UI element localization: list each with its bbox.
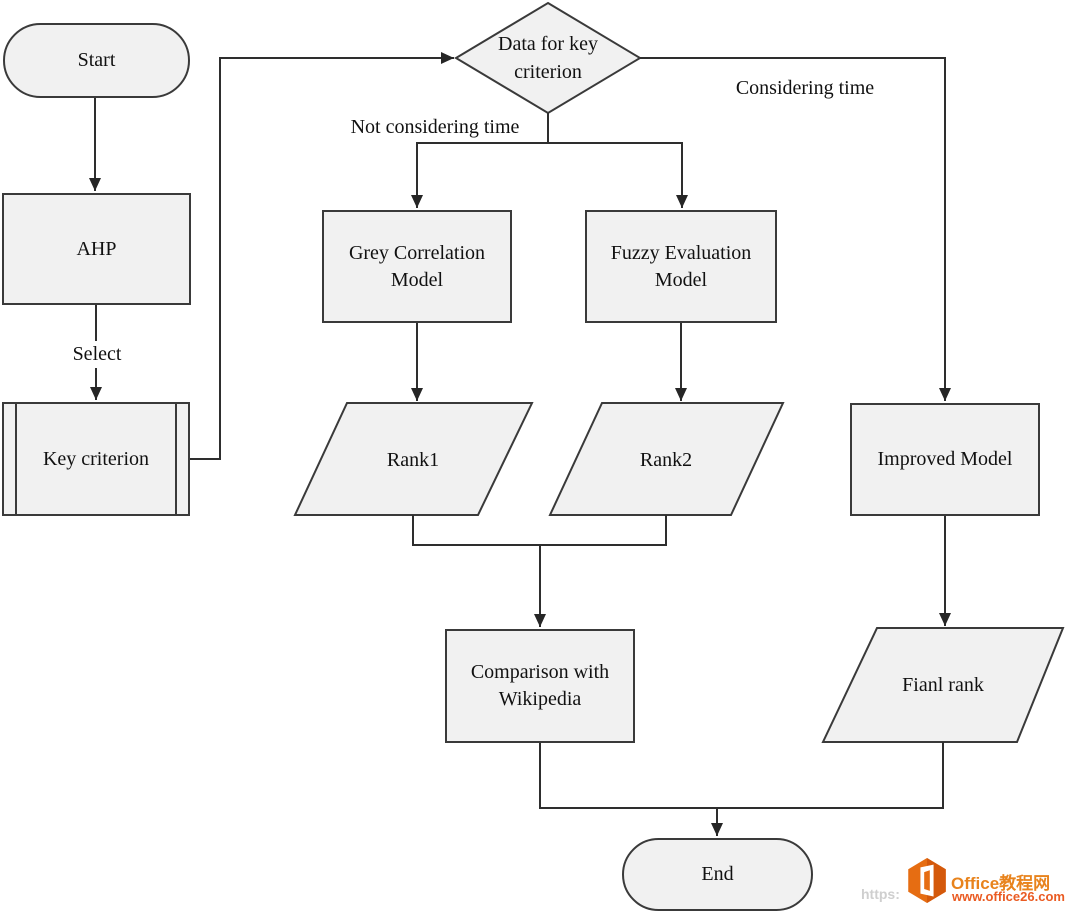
edge-decision-to-grey	[411, 113, 549, 208]
grey-model-label-line2: Model	[390, 268, 444, 291]
fuzzy-model-label-line1: Fuzzy Evaluation	[610, 241, 752, 264]
rank2-label: Rank2	[639, 449, 693, 471]
decision-label: Data for key criterion	[453, 30, 643, 86]
edge-decision-to-improved	[640, 57, 951, 401]
considering-time-edge-label: Considering time	[735, 77, 875, 99]
end-label: End	[701, 863, 734, 885]
key-criterion-right-bar	[175, 404, 177, 514]
watermark-site-name: Office教程网	[951, 874, 1051, 893]
grey-model-node: Grey Correlation Model	[322, 210, 512, 323]
select-edge-label: Select	[58, 341, 136, 368]
rank1-label: Rank1	[386, 449, 440, 471]
rank1-shape	[293, 402, 534, 516]
improved-model-label: Improved Model	[877, 448, 1013, 470]
decision-label-line2: criterion	[514, 61, 582, 83]
watermark-site-url: www.office26.com	[952, 889, 1065, 904]
decision-label-line1: Data for key	[498, 33, 598, 55]
faint-url-watermark: https:	[861, 886, 900, 902]
comparison-label-line1: Comparison with	[470, 661, 610, 683]
edge-bottom-merge	[539, 742, 944, 809]
start-node: Start	[3, 23, 190, 98]
grey-model-label-line1: Grey Correlation	[348, 241, 486, 264]
final-rank-shape	[821, 627, 1065, 743]
ahp-node: AHP	[2, 193, 191, 305]
fuzzy-model-label-line2: Model	[654, 268, 708, 291]
ahp-label: AHP	[76, 237, 117, 260]
key-criterion-left-bar	[15, 404, 17, 514]
edge-decision-to-fuzzy	[548, 142, 688, 208]
start-label: Start	[77, 49, 116, 71]
not-considering-time-edge-label: Not considering time	[350, 116, 520, 138]
comparison-node: Comparison with Wikipedia	[445, 629, 635, 743]
final-rank-label: Fianl rank	[902, 674, 984, 696]
comparison-label-line2: Wikipedia	[498, 688, 582, 710]
rank2-shape	[548, 402, 785, 516]
end-node: End	[622, 838, 813, 911]
office-logo-icon	[908, 858, 946, 903]
edge-ranks-merge	[412, 515, 667, 546]
key-criterion-node: Key criterion	[2, 402, 190, 516]
improved-model-node: Improved Model	[850, 403, 1040, 516]
fuzzy-model-node: Fuzzy Evaluation Model	[585, 210, 777, 323]
key-criterion-label: Key criterion	[42, 447, 150, 470]
edge-key-to-decision	[190, 52, 454, 460]
